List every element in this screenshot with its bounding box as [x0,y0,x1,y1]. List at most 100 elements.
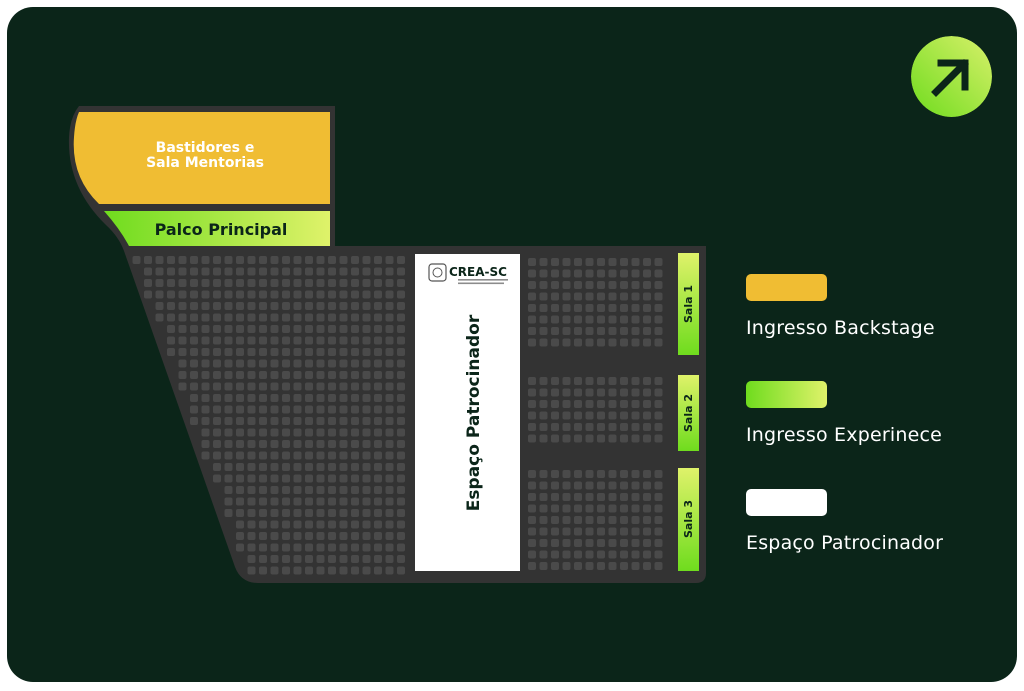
seat [247,520,256,529]
seat [643,516,651,524]
seat [247,290,256,299]
seat [178,325,187,333]
seat [236,359,244,368]
seat [293,486,302,494]
seat [144,256,152,264]
seat [551,327,559,335]
main-stage-zone[interactable] [104,211,330,246]
room-1-zone[interactable] [678,253,699,355]
seat [631,550,640,559]
seat [178,382,187,391]
seat [282,336,290,345]
seat [643,315,651,324]
seat [316,256,325,264]
seat [328,394,336,402]
seat [305,451,313,460]
seat [305,256,313,264]
seat [270,566,279,575]
seat [631,539,640,547]
seat [528,338,536,347]
seat [316,520,325,529]
seat [213,417,221,425]
seat [585,281,594,289]
seat [144,267,152,276]
seat [247,348,256,356]
seat [551,527,559,536]
seat [339,302,348,310]
seat [339,543,348,552]
seat [316,325,325,333]
seat [528,481,536,490]
seat [551,434,559,443]
seat [328,428,336,437]
seat [213,279,221,287]
seat [224,279,233,287]
seat [631,269,640,278]
seat [213,371,221,379]
seat [385,394,394,402]
seat [562,327,571,335]
legend-label-sponsor: Espaço Patrocinador [746,532,944,554]
seat [385,405,394,414]
seat [190,336,198,345]
seat [374,290,382,299]
seat [270,302,279,310]
seat [305,417,313,425]
seat [328,336,336,345]
seat [236,497,244,506]
seat [224,394,233,402]
seat [608,315,617,324]
seat [397,417,405,425]
seat [608,481,617,490]
seat [305,532,313,540]
seat [178,313,187,322]
seat [585,377,594,385]
seat [539,315,548,324]
arrow-up-right-button[interactable] [911,36,992,117]
seat [585,527,594,536]
room-2-zone[interactable] [678,375,699,451]
seat [562,539,571,547]
seat [316,267,325,276]
seat [236,256,244,264]
seat [574,304,582,312]
seat [236,417,244,425]
room-1-label: Sala 1 [682,285,695,323]
seat [597,423,605,431]
seat [631,470,640,478]
seat [155,267,164,276]
seat [270,474,279,483]
seat [620,550,628,559]
seat [562,493,571,501]
seat [551,539,559,547]
seat [316,290,325,299]
seat [282,566,290,575]
seat [631,258,640,266]
seat [654,377,663,385]
backstage-zone[interactable] [73,112,330,204]
seat [247,509,256,517]
seat [316,497,325,506]
seat [247,555,256,563]
seat [597,292,605,301]
seat [351,348,359,356]
seat [328,555,336,563]
crea-sc-logo-text: CREA-SC [449,265,507,279]
seat [643,527,651,536]
seat [351,428,359,437]
seat [574,269,582,278]
seat [643,539,651,547]
seat [539,338,548,347]
seat [385,417,394,425]
sponsor-zone[interactable] [415,254,520,571]
seat [213,440,221,448]
seat [293,359,302,368]
room-3-zone[interactable] [678,468,699,571]
seat [374,509,382,517]
seat [316,302,325,310]
seat [201,440,210,448]
seat [654,327,663,335]
crea-sc-seal-icon [428,263,447,282]
seat [631,434,640,443]
seat [551,481,559,490]
